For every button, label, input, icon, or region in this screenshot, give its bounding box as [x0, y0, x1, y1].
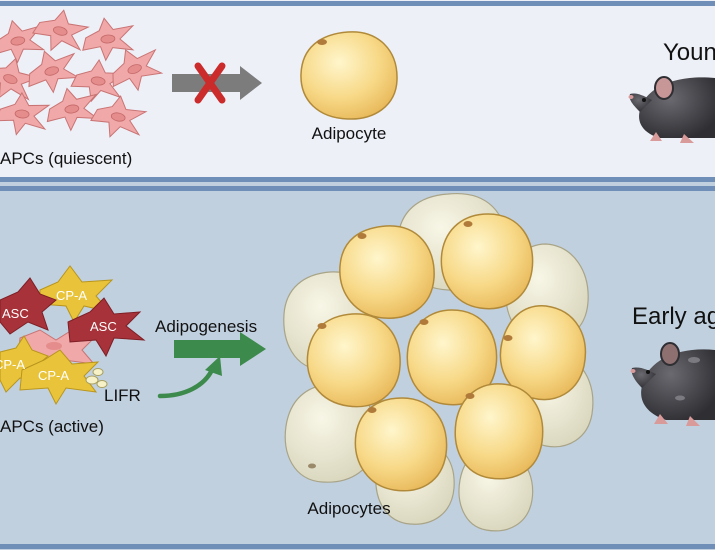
- adipocyte-nuclei: [308, 221, 513, 469]
- label-apcs-quiescent: APCs (quiescent): [0, 149, 132, 168]
- cell-label-cpa-2: CP-A: [0, 357, 25, 372]
- active-apc-cluster: [0, 265, 146, 406]
- lifr-signal-arrow: [157, 356, 222, 399]
- label-early-aging: Early aging: [632, 303, 715, 330]
- label-apcs-active: APCs (active): [0, 417, 104, 436]
- panel-bottom-border-bottom: [0, 544, 715, 549]
- cell-label-asc-2: ASC: [90, 319, 117, 334]
- nucleus-icon: [317, 39, 327, 45]
- panel-top: APCs (quiescent) Adipocyte Young: [0, 0, 715, 182]
- blocked-arrow: [172, 62, 262, 104]
- cell-label-asc-1: ASC: [2, 306, 29, 321]
- cell-label-cpa-1: CP-A: [56, 288, 87, 303]
- panel-top-border-top: [0, 1, 715, 6]
- label-adipogenesis: Adipogenesis: [155, 317, 257, 336]
- lifr-receptor-icon: [85, 368, 108, 388]
- label-young: Young: [663, 39, 715, 66]
- adipocyte-cluster: [283, 192, 594, 532]
- aging-mouse-icon: [630, 342, 715, 426]
- panel-top-border-bottom: [0, 177, 715, 182]
- adipocyte-single: [300, 31, 398, 120]
- red-x-icon: [194, 62, 226, 104]
- young-mouse-icon: [628, 76, 715, 143]
- cell-label-cpa-3: CP-A: [38, 368, 69, 383]
- adipogenesis-arrow: [174, 332, 266, 366]
- panel-bottom-border-top: [0, 186, 715, 191]
- mature-adipocytes: [306, 213, 586, 492]
- label-lifr: LIFR: [104, 386, 141, 405]
- panel-bottom: ASC CP-A ASC CP-A CP-A LIFR APCs (active…: [0, 182, 715, 550]
- label-adipocytes: Adipocytes: [307, 499, 390, 518]
- label-adipocyte: Adipocyte: [312, 124, 387, 143]
